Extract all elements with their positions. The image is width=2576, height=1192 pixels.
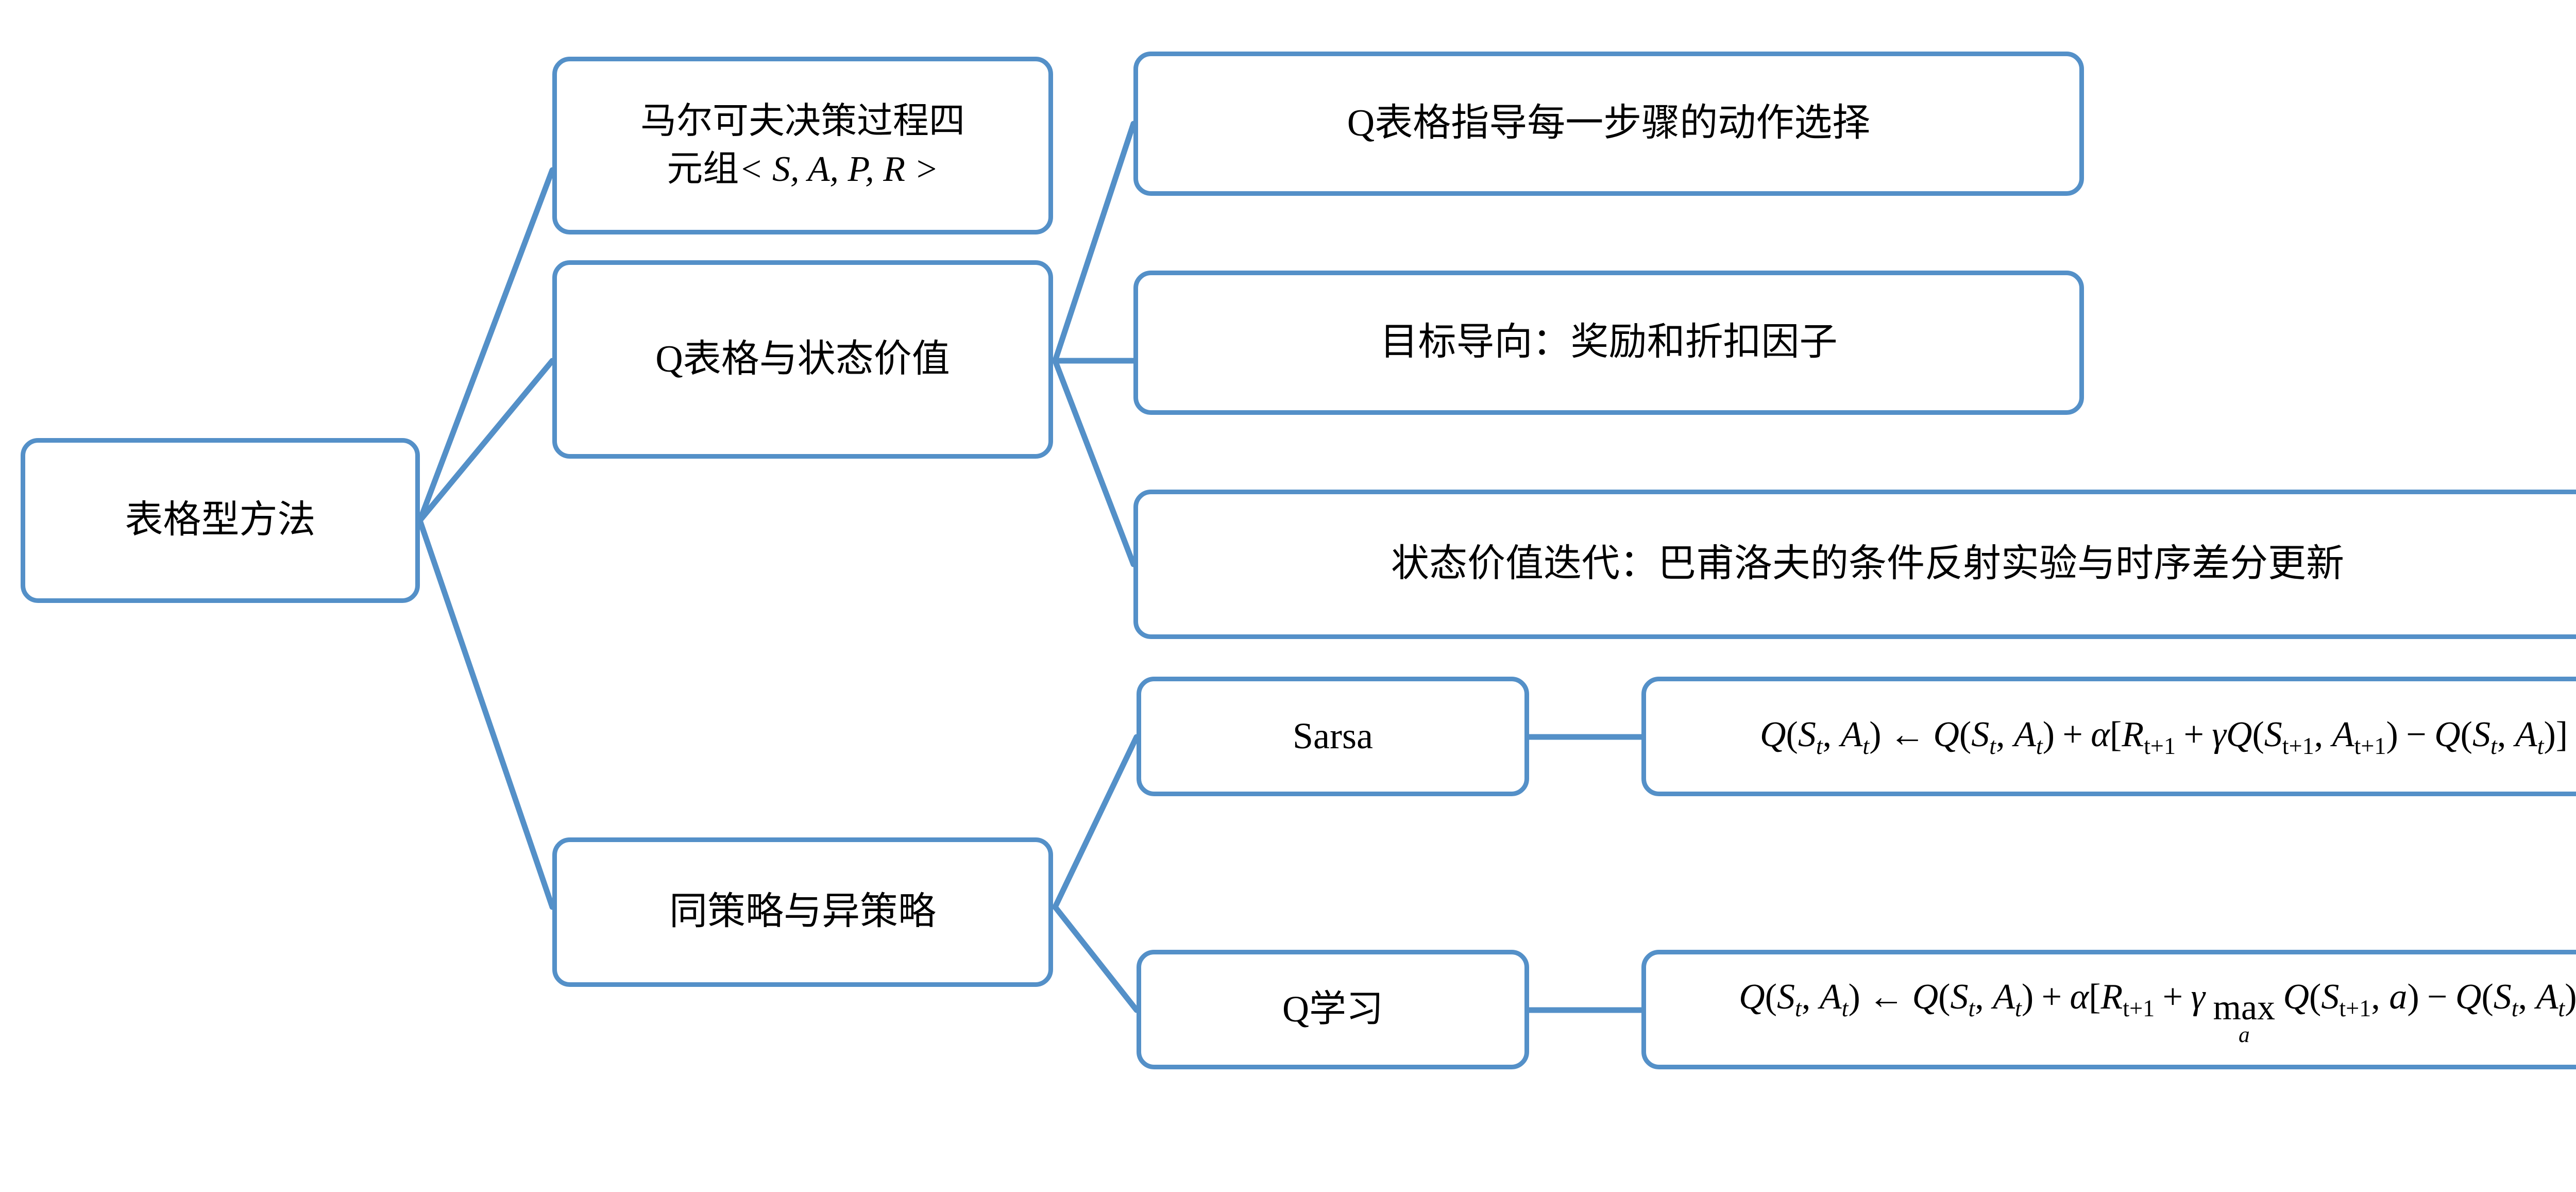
leaf-node-q-table-guides-action[interactable]: Q表格指导每一步骤的动作选择 bbox=[1133, 52, 2084, 196]
mdp-label-line1: 马尔可夫决策过程四 bbox=[640, 102, 965, 142]
leaf-label: 状态价值迭代：巴甫洛夫的条件反射实验与时序差分更新 bbox=[1391, 543, 2344, 585]
sarsa-label: Sarsa bbox=[1293, 715, 1373, 757]
leaf-node-q-learning[interactable]: Q学习 bbox=[1137, 950, 1529, 1069]
edge-onoff-to-sarsa bbox=[1052, 734, 1140, 910]
edge-root-to-onoff bbox=[417, 517, 555, 910]
leaf-label: 目标导向：奖励和折扣因子 bbox=[1380, 321, 1838, 364]
sarsa-formula: Q(St, At)←Q(St, At)+α[Rt+1+γQ(St+1, At+1… bbox=[1759, 714, 2568, 759]
qtable-label: Q表格与状态价值 bbox=[655, 338, 950, 380]
leaf-label: Q表格指导每一步骤的动作选择 bbox=[1347, 102, 1871, 145]
edge-root-to-qtable bbox=[417, 358, 555, 524]
mdp-label-line2: 元组< S, A, P, R > bbox=[667, 146, 938, 193]
branch-node-on-off-policy[interactable]: 同策略与异策略 bbox=[552, 837, 1053, 987]
edge-root-to-mdp bbox=[417, 167, 555, 524]
leaf-node-goal-reward-discount[interactable]: 目标导向：奖励和折扣因子 bbox=[1133, 271, 2084, 415]
edge-qtable-to-detail3 bbox=[1052, 358, 1137, 567]
edge-qtable-to-detail1 bbox=[1052, 121, 1137, 364]
root-label: 表格型方法 bbox=[125, 499, 316, 542]
on-off-policy-label: 同策略与异策略 bbox=[669, 891, 936, 933]
root-node[interactable]: 表格型方法 bbox=[21, 438, 420, 603]
branch-node-qtable[interactable]: Q表格与状态价值 bbox=[552, 260, 1053, 459]
leaf-node-state-value-iteration[interactable]: 状态价值迭代：巴甫洛夫的条件反射实验与时序差分更新 bbox=[1133, 490, 2576, 639]
mdp-label-prefix: 元组 bbox=[667, 149, 739, 189]
mdp-label-math: < S, A, P, R > bbox=[739, 149, 939, 189]
edge-onoff-to-qlearning bbox=[1052, 904, 1140, 1013]
q-learning-label: Q学习 bbox=[1282, 988, 1383, 1030]
leaf-node-sarsa[interactable]: Sarsa bbox=[1137, 677, 1529, 796]
branch-node-mdp[interactable]: 马尔可夫决策过程四 元组< S, A, P, R > bbox=[552, 57, 1053, 234]
formula-node-sarsa[interactable]: Q(St, At)←Q(St, At)+α[Rt+1+γQ(St+1, At+1… bbox=[1641, 677, 2576, 796]
